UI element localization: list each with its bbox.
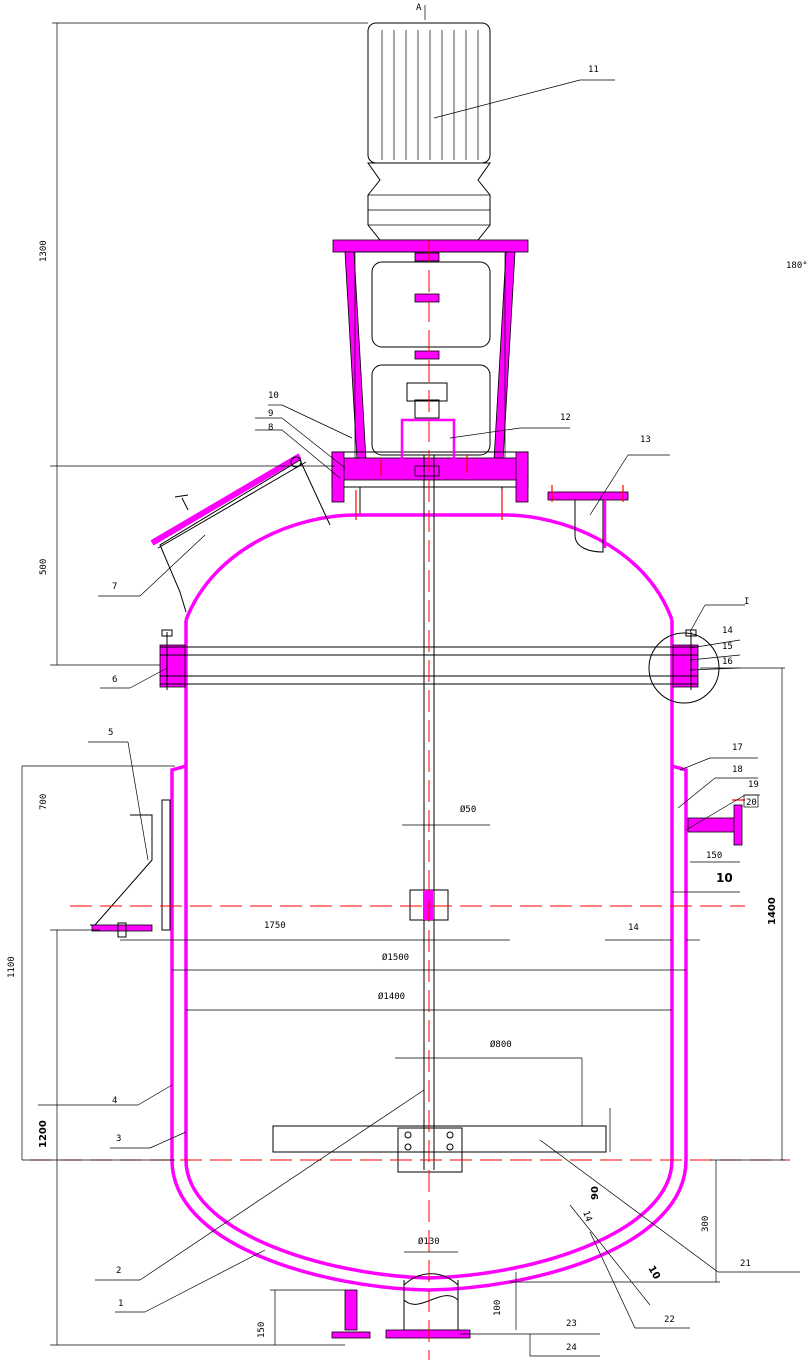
part-label-15: 15 [722,642,733,652]
dim-phi50: Ø50 [460,804,476,815]
part-label-10: 10 [268,391,279,401]
part-label-2: 2 [116,1266,121,1276]
dim-700: 700 [39,794,49,810]
dim-1200: 1200 [38,1120,49,1148]
drive-stand [331,239,529,516]
part-label-14: 14 [722,626,733,636]
dim-1750: 1750 [264,921,286,931]
dim-14-a: 14 [628,923,639,933]
part-label-19: 19 [748,780,759,790]
centerlines [30,240,790,1360]
part-label-16: 16 [722,657,733,667]
part-label-6: 6 [112,675,117,685]
part-label-5: 5 [108,728,113,738]
motor [367,22,491,241]
part-label-12: 12 [560,413,571,423]
dim-phi1500: Ø1500 [382,952,409,963]
part-label-20: 20 [746,798,757,808]
part-label-9: 9 [268,409,273,419]
part-label-4: 4 [112,1096,117,1106]
shaft-agitator [272,455,607,1173]
manhole-7 [150,453,331,613]
dim-phi130: Ø130 [418,1236,440,1247]
view-marker-a: A [416,3,422,13]
support-lug [90,799,171,938]
part-label-3: 3 [116,1134,121,1144]
part-label-11: 11 [588,65,599,75]
part-label-24: 24 [566,1343,577,1353]
part-label-13: 13 [640,435,651,445]
part-label-17: 17 [732,743,743,753]
dim-500: 500 [39,559,49,575]
part-label-1: 1 [118,1299,123,1309]
dimension-lines [21,5,785,1346]
part-labels: 11 10 9 8 12 13 7 I 14 15 16 6 5 17 18 1… [108,65,759,1353]
angle-note: 180° [786,261,808,271]
leader-lines [38,79,800,1357]
dim-150: 150 [257,1322,267,1338]
dim-1300: 1300 [39,240,49,262]
dim-100: 100 [493,1300,503,1316]
nozzle-13 [547,491,629,553]
dim-10-b: 10 [645,1264,662,1282]
part-label-I: I [744,597,749,607]
part-label-21: 21 [740,1259,751,1269]
dim-300: 300 [701,1216,711,1232]
dim-1400: 1400 [767,897,778,925]
part-label-23: 23 [566,1319,577,1329]
dim-150-nozzle: 150 [706,851,722,861]
dim-10-a: 10 [716,871,733,885]
dim-90: 90 [590,1186,601,1200]
dim-phi800: Ø800 [490,1039,512,1050]
part-label-22: 22 [664,1315,675,1325]
part-label-18: 18 [732,765,743,775]
jacket-nozzle [687,799,745,846]
dim-phi1400: Ø1400 [378,991,405,1002]
dim-14-b: 14 [580,1210,593,1224]
dim-1100: 1100 [7,956,17,978]
part-label-8: 8 [268,423,273,433]
part-label-7: 7 [112,582,117,592]
